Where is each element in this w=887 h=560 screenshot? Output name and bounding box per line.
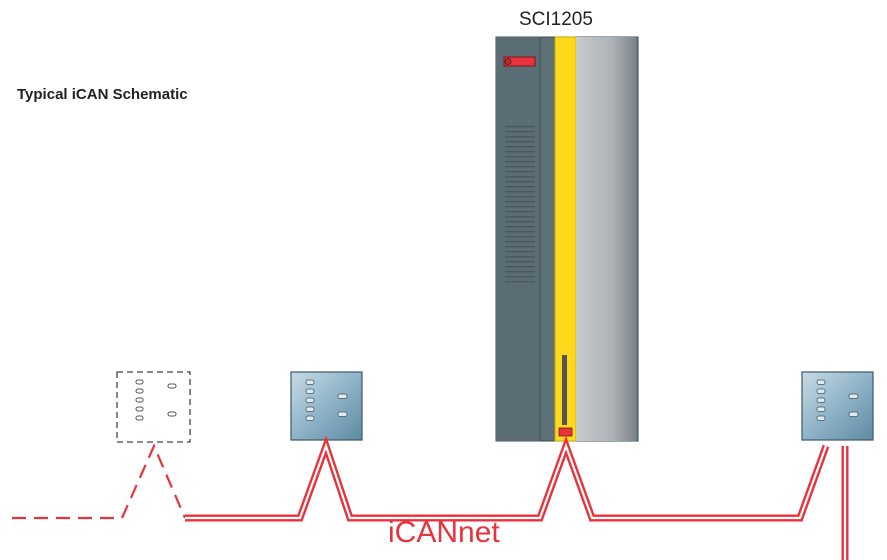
device-label: SCI1205 [519, 9, 593, 30]
node-1 [290, 371, 363, 441]
optional-cable [12, 443, 187, 520]
node-2 [801, 371, 874, 441]
bottom-led [558, 427, 573, 437]
slot-indicator [562, 355, 567, 425]
sci1205-device [495, 36, 639, 442]
node-optional-sockets [135, 379, 177, 421]
node-optional [116, 371, 191, 443]
status-led [503, 56, 536, 67]
icannet-cable [185, 435, 849, 560]
diagram-title: Typical iCAN Schematic [17, 86, 188, 103]
front-panel [576, 37, 636, 441]
vent-grille [505, 125, 535, 285]
network-label: iCANnet [388, 516, 500, 549]
